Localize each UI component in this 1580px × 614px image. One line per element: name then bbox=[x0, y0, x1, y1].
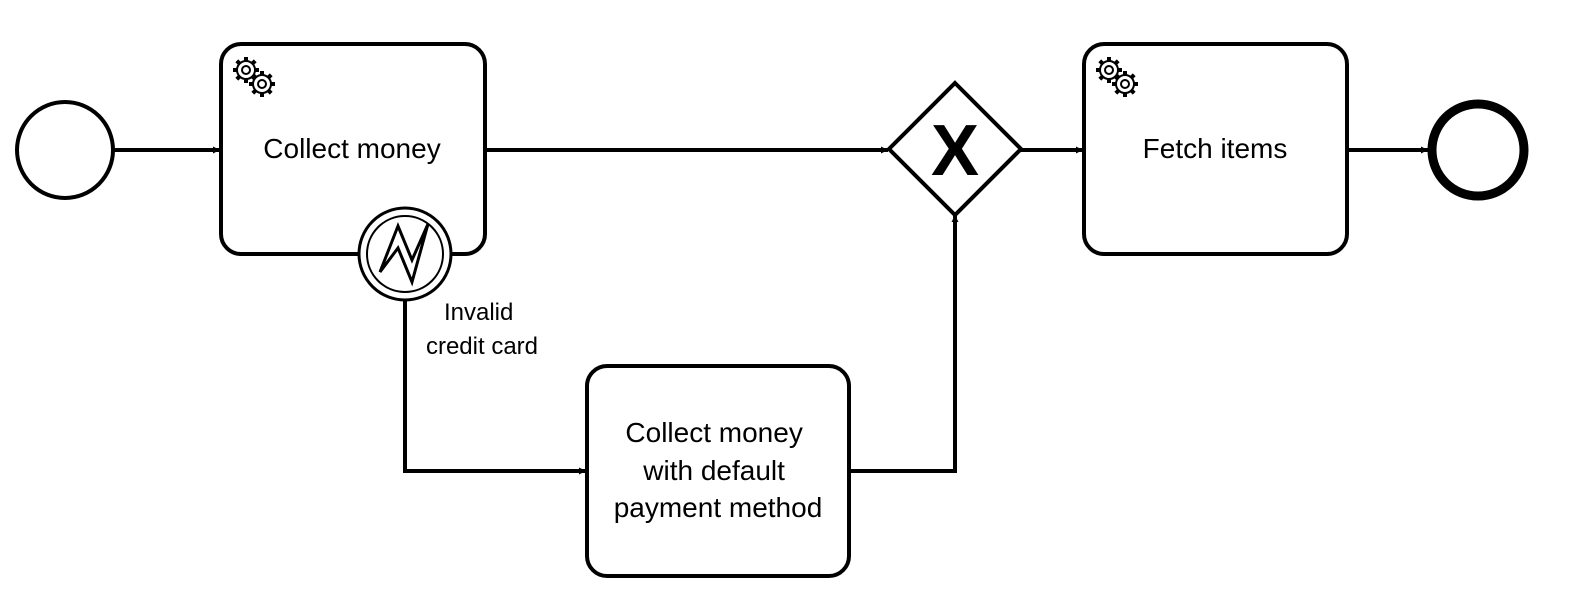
task-fetch-items-label: Fetch items bbox=[1143, 133, 1288, 164]
label-line: Collect money bbox=[263, 133, 440, 164]
label-line: Collect money bbox=[625, 417, 802, 448]
end-event[interactable] bbox=[1427, 99, 1529, 201]
task-collect-money-default-payment[interactable]: Collect money with default payment metho… bbox=[585, 364, 851, 578]
exclusive-gateway[interactable]: X bbox=[886, 80, 1024, 218]
boundary-error-label: Invalid credit card bbox=[426, 299, 538, 360]
task-collect-money-default-payment-label: Collect money with default payment metho… bbox=[614, 417, 823, 523]
label-line: credit card bbox=[426, 333, 538, 360]
task-fetch-items[interactable]: Fetch items bbox=[1082, 42, 1349, 256]
flow-default-payment-to-gateway bbox=[849, 215, 959, 473]
flow-error-to-default-payment bbox=[403, 300, 586, 475]
task-collect-money-label: Collect money bbox=[263, 133, 440, 164]
start-event[interactable] bbox=[15, 100, 115, 200]
label-line: Fetch items bbox=[1143, 133, 1288, 164]
gateway-marker: X bbox=[931, 111, 979, 191]
lightning-icon bbox=[378, 221, 430, 287]
label-line: Invalid bbox=[444, 299, 513, 326]
label-line: payment method bbox=[614, 492, 823, 523]
boundary-error-event[interactable] bbox=[357, 206, 453, 302]
task-collect-money[interactable]: Collect money bbox=[219, 42, 487, 256]
label-line: with default bbox=[642, 455, 785, 486]
